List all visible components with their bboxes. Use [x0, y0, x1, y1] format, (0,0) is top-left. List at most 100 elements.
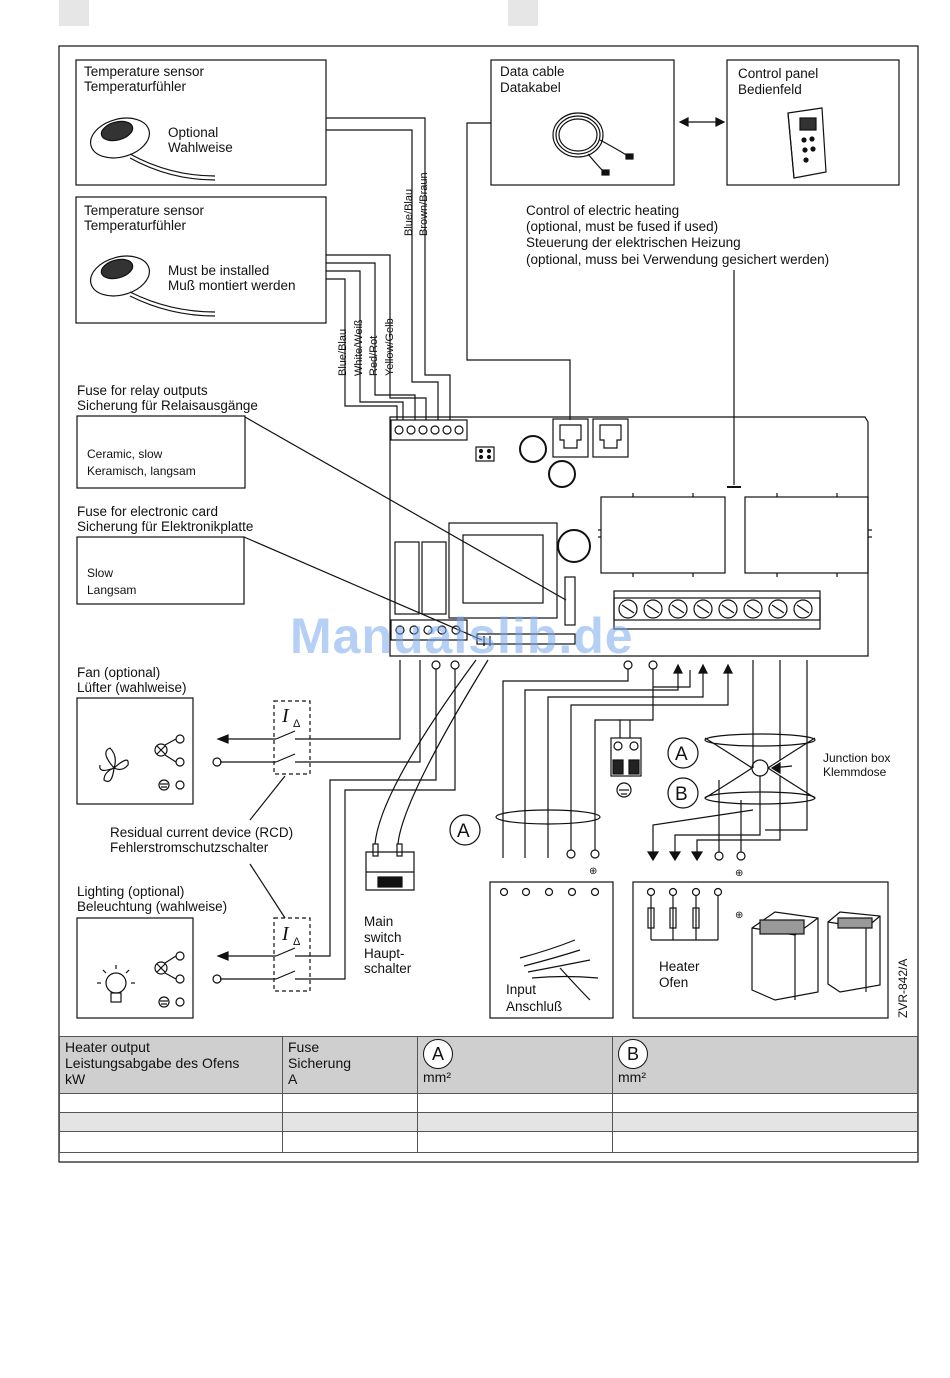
- fuse-relay-title-en: Fuse for relay outputs: [77, 383, 208, 398]
- table-header-heater-output: Heater output Leistungsabgabe des Ofens …: [59, 1036, 283, 1094]
- wire-label-red: Red/Rot: [368, 336, 380, 376]
- rcd-fan-symbol: I: [281, 705, 290, 727]
- lamp-indicator-icon: [154, 743, 168, 757]
- sensor-required-note-de: Muß montiert werden: [168, 278, 296, 293]
- data-cable-de: Datakabel: [500, 80, 561, 95]
- rcd-lighting-symbol: I: [281, 923, 290, 945]
- lighting-de: Beleuchtung (wahlweise): [77, 899, 227, 914]
- electric-heating-line2: (optional, must be fused if used): [526, 219, 718, 234]
- ground-symbol-icon: [158, 779, 170, 791]
- table-row: [59, 1131, 918, 1153]
- main-switch-l1: Main: [364, 914, 393, 929]
- sensor-terminal-block: [394, 425, 464, 435]
- control-panel-icon: [787, 107, 827, 179]
- electric-heating-note: Control of electric heating (optional, m…: [526, 203, 829, 488]
- connector-block: [610, 687, 654, 798]
- page-corner-tab-left: [59, 0, 89, 26]
- main-switch-l4: schalter: [364, 961, 412, 976]
- lighting-en: Lighting (optional): [77, 884, 184, 899]
- fuse-card-title-de: Sicherung für Elektronikplatte: [77, 519, 253, 534]
- data-cable-en: Data cable: [500, 64, 565, 79]
- wire-labels-top: Blue/Blau Brown/Braun: [403, 172, 430, 236]
- fuse-relay-type-de: Keramisch, langsam: [87, 464, 196, 478]
- sensor-optional-note-de: Wahlweise: [168, 140, 233, 155]
- sensor-required-title-de: Temperaturfühler: [84, 218, 187, 233]
- diagram-frame: [58, 45, 919, 1163]
- fuse-relay-type-en: Ceramic, slow: [87, 447, 163, 461]
- power-terminal-block: [613, 590, 821, 630]
- data-cable-box: Data cable Datakabel: [490, 59, 675, 186]
- svg-text:⊕: ⊕: [589, 866, 597, 877]
- input-wiring: ⊕ Input Anschluß: [489, 660, 733, 1019]
- wire-label-yellow: Yellow/Gelb: [384, 318, 396, 376]
- fan-en: Fan (optional): [77, 665, 160, 680]
- double-arrow-icon: [678, 117, 726, 127]
- input-de: Anschluß: [506, 999, 562, 1014]
- junction-box-en: Junction box: [823, 751, 890, 765]
- table-header-b: B mm²: [612, 1036, 918, 1094]
- rcd-lighting-sub: Δ: [293, 936, 301, 948]
- wire-label-blue: Blue/Blau: [337, 329, 349, 376]
- junction-box-de: Klemmdose: [823, 765, 887, 779]
- sensor-required-note-en: Must be installed: [168, 263, 269, 278]
- svg-text:B: B: [675, 784, 688, 805]
- fuse-card-type-en: Slow: [87, 566, 113, 580]
- table-row: [59, 1112, 918, 1132]
- electric-heating-line3: Steuerung der elektrischen Heizung: [526, 235, 741, 250]
- fan-icon: [99, 747, 129, 783]
- junction-box: Junction box Klemmdose ⊕: [646, 660, 890, 879]
- svg-text:⊕: ⊕: [735, 910, 743, 921]
- heater-icon-large: [751, 911, 819, 1001]
- marker-a-input: A: [449, 814, 481, 846]
- wire-label-brown-top: Brown/Braun: [418, 172, 430, 236]
- heater-en: Heater: [659, 959, 700, 974]
- sensor-optional-note-en: Optional: [168, 125, 218, 140]
- rcd-de: Fehlerstromschutzschalter: [110, 840, 269, 855]
- electric-heating-line4: (optional, muss bei Verwendung gesichert…: [526, 252, 829, 267]
- input-cable-icon: [519, 939, 599, 1001]
- rcd-lighting: I Δ: [212, 660, 460, 992]
- main-switch-l2: switch: [364, 930, 402, 945]
- table-marker-a: A: [423, 1039, 453, 1069]
- heater-icon-small: [827, 911, 881, 993]
- control-card: [389, 416, 872, 657]
- control-panel-de: Bedienfeld: [738, 82, 802, 97]
- figure-code: ZVR-842/A: [896, 959, 910, 1018]
- rcd-fan: I Δ: [212, 660, 421, 775]
- rj-socket-2: [592, 418, 629, 458]
- heater-box: ⊕ Heater Ofen: [632, 881, 889, 1019]
- sensor-optional-title-de: Temperaturfühler: [84, 79, 187, 94]
- rcd-label: Residual current device (RCD) Fehlerstro…: [110, 775, 293, 919]
- main-switch: Main switch Haupt- schalter: [364, 659, 489, 976]
- sensor-required-box: Temperature sensor Temperaturfühler Must…: [75, 196, 327, 324]
- cable-table: Heater output Leistungsabgabe des Ofens …: [59, 1036, 918, 1153]
- marker-b-junction: B: [667, 777, 699, 809]
- rcd-fan-sub: Δ: [293, 718, 301, 730]
- page-corner-tab-right: [508, 0, 538, 26]
- main-switch-l3: Haupt-: [364, 946, 405, 961]
- lighting-box: Lighting (optional) Beleuchtung (wahlwei…: [76, 884, 227, 1019]
- table-header-fuse: Fuse Sicherung A: [282, 1036, 418, 1094]
- sensor-optional-box: Temperature sensor Temperaturfühler Opti…: [75, 59, 327, 186]
- table-row: [59, 1093, 918, 1113]
- wire-label-white: White/Weiß: [353, 319, 365, 376]
- cable-coil-icon: [552, 112, 634, 176]
- fuse-card-type-de: Langsam: [87, 583, 136, 597]
- rcd-en: Residual current device (RCD): [110, 825, 293, 840]
- watermark: Manualslib.de: [290, 608, 634, 664]
- heater-de: Ofen: [659, 975, 688, 990]
- svg-text:⊕: ⊕: [735, 868, 743, 879]
- marker-a-junction: A: [667, 737, 699, 769]
- fuse-relay-callout: Fuse for relay outputs Sicherung für Rel…: [76, 383, 567, 601]
- fuse-relay-title-de: Sicherung für Relaisausgänge: [77, 398, 258, 413]
- rj-socket-1: [552, 418, 589, 458]
- fuse-card-title-en: Fuse for electronic card: [77, 504, 218, 519]
- control-panel-en: Control panel: [738, 66, 818, 81]
- input-en: Input: [506, 982, 536, 997]
- svg-text:A: A: [457, 821, 470, 842]
- table-header-a: A mm²: [417, 1036, 613, 1094]
- sensor-required-icon: [90, 255, 216, 317]
- sensor-optional-icon: [90, 117, 216, 181]
- wire-label-blue-top: Blue/Blau: [403, 189, 415, 236]
- svg-text:A: A: [675, 744, 688, 765]
